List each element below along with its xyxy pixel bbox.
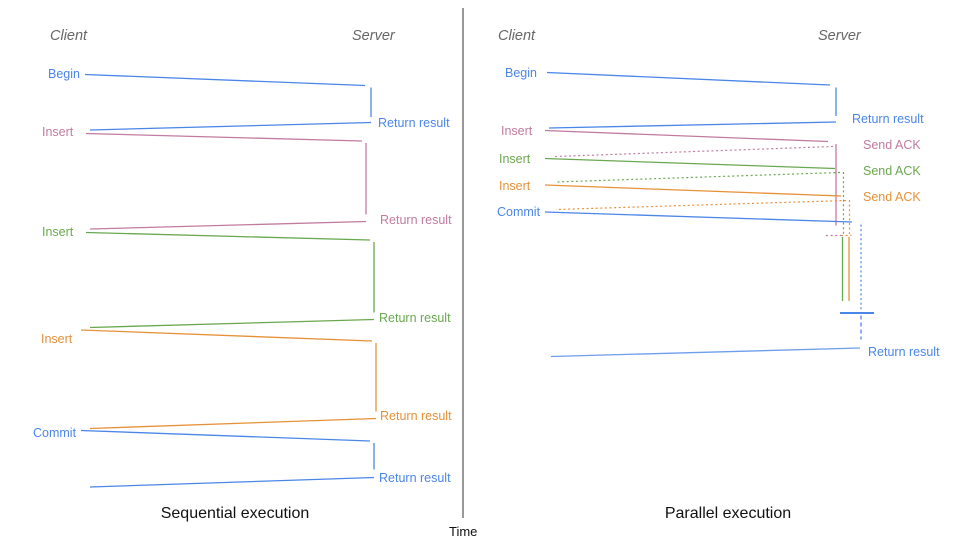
- par-commit-response-arrow: [550, 347, 861, 358]
- par-begin-response-arrow: [548, 121, 837, 129]
- seq-commit-response-arrow: [89, 476, 375, 488]
- par-insert3-exchange: Insert Send ACK: [499, 179, 921, 301]
- par-commit-label: Commit: [497, 205, 541, 219]
- seq-insert3-request-arrow: [80, 329, 373, 342]
- par-commit-request-arrow: [544, 211, 853, 223]
- par-insert2-request-arrow: [544, 157, 836, 170]
- seq-insert3-response-label: Return result: [380, 409, 452, 423]
- seq-commit-exchange: Commit Return result: [33, 426, 451, 488]
- sequential-diagram: Client Server Begin Return result Insert…: [33, 28, 452, 522]
- sequential-client-header: Client: [50, 28, 88, 44]
- par-begin-exchange: Begin Return result: [505, 66, 924, 129]
- sequential-server-header: Server: [352, 28, 396, 44]
- time-axis: Time: [449, 8, 477, 539]
- par-insert1-request-arrow: [544, 129, 829, 143]
- seq-insert2-label: Insert: [42, 225, 74, 239]
- seq-insert3-label: Insert: [41, 332, 73, 346]
- seq-begin-response-arrow: [89, 121, 372, 131]
- par-insert2-exchange: Insert Send ACK: [499, 152, 921, 301]
- seq-insert2-request-arrow: [85, 231, 371, 241]
- seq-insert3-exchange: Insert Return result: [41, 329, 452, 430]
- seq-insert2-response-arrow: [89, 318, 375, 329]
- par-insert2-label: Insert: [499, 152, 531, 166]
- par-insert2-ack-arrow: [554, 171, 841, 183]
- par-insert3-request-arrow: [544, 184, 842, 197]
- par-insert1-ack-label: Send ACK: [863, 138, 921, 152]
- seq-insert1-response-arrow: [89, 220, 367, 230]
- par-insert1-exchange: Insert Send ACK: [501, 124, 921, 226]
- parallel-diagram: Client Server Begin Return result Insert…: [497, 28, 940, 522]
- par-commit-exchange: Commit Return result: [497, 205, 940, 359]
- par-insert1-ack-arrow: [554, 145, 834, 158]
- seq-insert2-response-label: Return result: [379, 311, 451, 325]
- seq-insert1-request-arrow: [85, 132, 363, 142]
- par-insert3-label: Insert: [499, 179, 531, 193]
- seq-begin-exchange: Begin Return result: [48, 67, 450, 131]
- par-begin-response-label: Return result: [852, 112, 924, 126]
- seq-insert3-response-arrow: [89, 417, 377, 430]
- seq-commit-response-label: Return result: [379, 471, 451, 485]
- parallel-client-header: Client: [498, 28, 536, 44]
- parallel-server-header: Server: [818, 28, 862, 44]
- seq-insert1-response-label: Return result: [380, 213, 452, 227]
- par-insert3-ack-arrow: [555, 199, 847, 211]
- seq-commit-label: Commit: [33, 426, 77, 440]
- seq-insert2-exchange: Insert Return result: [42, 225, 451, 329]
- seq-insert1-label: Insert: [42, 125, 74, 139]
- par-commit-response-label: Return result: [868, 345, 940, 359]
- time-axis-label: Time: [449, 524, 477, 539]
- par-insert3-ack-label: Send ACK: [863, 190, 921, 204]
- parallel-title: Parallel execution: [665, 505, 791, 522]
- par-insert2-ack-label: Send ACK: [863, 164, 921, 178]
- sequential-title: Sequential execution: [161, 505, 310, 522]
- seq-begin-request-arrow: [84, 73, 366, 87]
- seq-begin-label: Begin: [48, 67, 80, 81]
- par-begin-request-arrow: [546, 71, 831, 86]
- seq-begin-response-label: Return result: [378, 116, 450, 130]
- seq-commit-request-arrow: [80, 429, 371, 442]
- par-insert1-label: Insert: [501, 124, 533, 138]
- seq-insert1-exchange: Insert Return result: [42, 125, 452, 230]
- par-begin-label: Begin: [505, 66, 537, 80]
